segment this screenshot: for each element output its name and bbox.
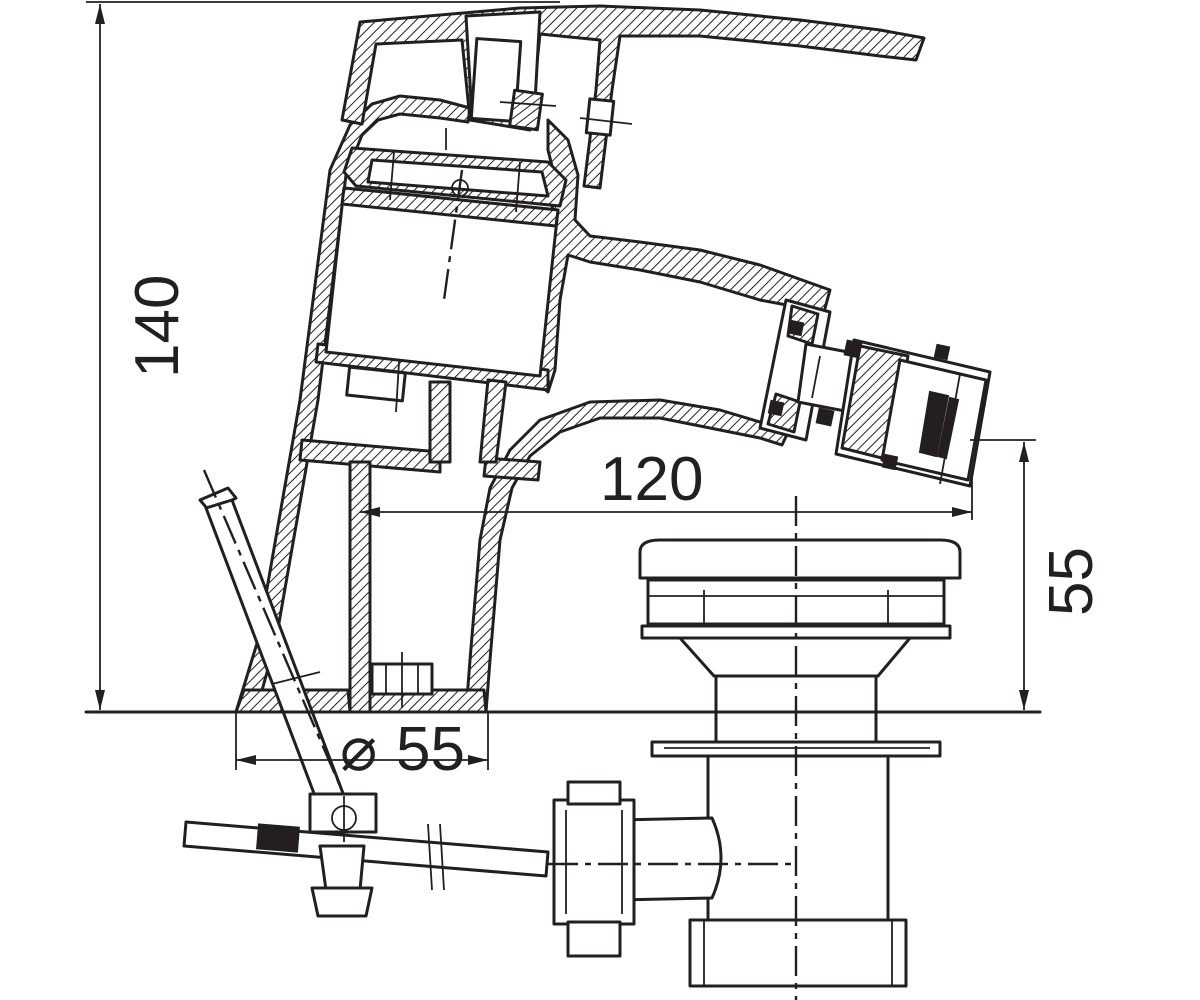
lever-handle bbox=[340, 4, 926, 190]
height-140-label: 140 bbox=[123, 275, 192, 378]
dimension-spout-height: 55 bbox=[970, 439, 1106, 710]
lift-rod bbox=[198, 469, 348, 806]
spout-height-55-label: 55 bbox=[1037, 547, 1106, 616]
dimension-base-diameter: ⌀ 55 bbox=[235, 712, 489, 784]
dimension-height: 140 bbox=[86, 1, 560, 710]
cartridge bbox=[324, 146, 568, 378]
swivel-aerator bbox=[758, 298, 992, 488]
linkage bbox=[182, 792, 550, 918]
reach-120-label: 120 bbox=[600, 445, 703, 514]
dimension-reach: 120 bbox=[360, 445, 973, 520]
popup-waste bbox=[548, 496, 962, 1000]
base-diameter-55-label: 55 bbox=[396, 715, 465, 784]
diameter-symbol: ⌀ bbox=[340, 715, 377, 784]
